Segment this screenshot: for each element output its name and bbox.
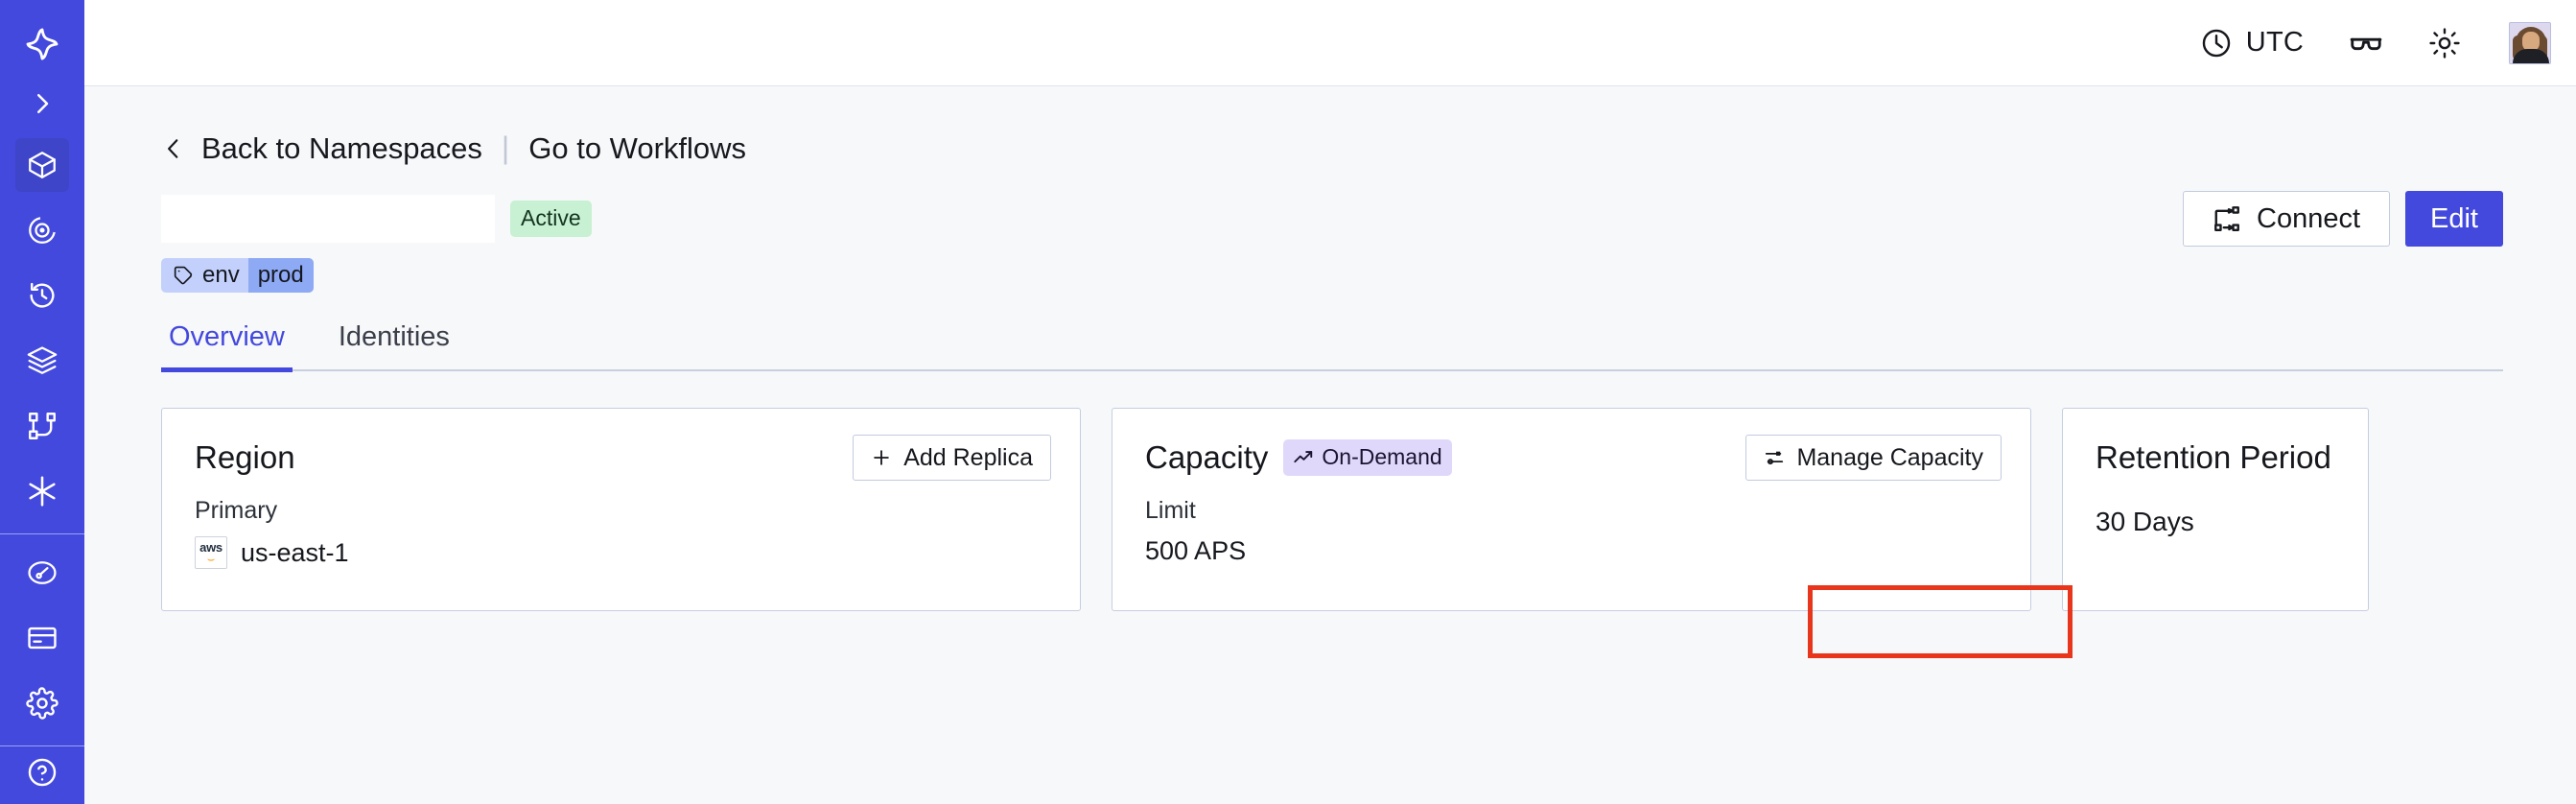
sidebar-divider-1 bbox=[0, 533, 84, 534]
status-badge: Active bbox=[510, 201, 592, 237]
theme-toggle-button[interactable] bbox=[2428, 27, 2461, 59]
region-primary-value-row: aws ⌣ us-east-1 bbox=[195, 536, 1051, 569]
sidebar-item-integrations[interactable] bbox=[15, 464, 69, 518]
timezone-selector[interactable]: UTC bbox=[2200, 27, 2304, 59]
sidebar-logo[interactable] bbox=[0, 19, 84, 69]
tag-value: prod bbox=[247, 258, 314, 293]
go-to-workflows-link[interactable]: Go to Workflows bbox=[528, 130, 747, 165]
capacity-card-title: Capacity bbox=[1145, 439, 1269, 475]
sidebar-item-workflows[interactable] bbox=[15, 399, 69, 453]
edit-button[interactable]: Edit bbox=[2405, 191, 2503, 247]
tab-bar: Overview Identities bbox=[161, 321, 2503, 372]
capacity-card-header: Capacity On-Demand bbox=[1145, 434, 2002, 482]
capacity-card: Capacity On-Demand bbox=[1112, 408, 2031, 611]
capacity-mode-label: On-Demand bbox=[1322, 444, 1442, 469]
connect-icon bbox=[2213, 204, 2241, 233]
node-graph-icon bbox=[26, 410, 59, 442]
add-replica-label: Add Replica bbox=[903, 443, 1033, 471]
header-actions: Connect Edit bbox=[2183, 191, 2503, 247]
gauge-icon bbox=[26, 556, 59, 589]
aws-logo-icon: aws ⌣ bbox=[195, 536, 227, 569]
add-replica-button[interactable]: Add Replica bbox=[853, 435, 1051, 481]
credit-card-icon bbox=[26, 622, 59, 654]
sidebar-item-help[interactable] bbox=[0, 756, 84, 789]
sidebar-item-observability[interactable] bbox=[15, 203, 69, 257]
tab-identities[interactable]: Identities bbox=[338, 321, 450, 352]
page-content: Back to Namespaces | Go to Workflows Act… bbox=[84, 86, 2576, 804]
sliders-icon bbox=[1764, 447, 1785, 468]
tab-overview[interactable]: Overview bbox=[161, 321, 293, 372]
sidebar-item-layers[interactable] bbox=[15, 334, 69, 388]
sidebar-group-secondary bbox=[15, 534, 69, 730]
page-header-row: Active Connect bbox=[161, 191, 2503, 247]
breadcrumb-separator: | bbox=[501, 130, 510, 165]
trending-up-icon bbox=[1293, 447, 1314, 468]
overview-cards: Region Add Replica bbox=[161, 408, 2503, 611]
sidebar-expand-button[interactable] bbox=[0, 81, 84, 127]
avatar[interactable] bbox=[2509, 21, 2551, 64]
tag-list: env prod bbox=[161, 258, 2540, 293]
manage-capacity-button[interactable]: Manage Capacity bbox=[1745, 435, 2002, 481]
manage-capacity-label: Manage Capacity bbox=[1796, 443, 1983, 471]
page-title bbox=[161, 195, 495, 243]
aws-swoosh: ⌣ bbox=[206, 552, 216, 567]
avatar-hair-left bbox=[2513, 35, 2523, 60]
avatar-body bbox=[2513, 48, 2549, 63]
sidebar-item-billing[interactable] bbox=[15, 611, 69, 665]
top-bar: UTC bbox=[84, 0, 2576, 86]
sparkle-logo-icon bbox=[23, 25, 61, 63]
sidebar-item-history[interactable] bbox=[15, 269, 69, 322]
retention-card-header: Retention Period bbox=[2096, 434, 2339, 482]
retention-card: Retention Period 30 Days bbox=[2062, 408, 2369, 611]
timezone-label: UTC bbox=[2245, 27, 2304, 58]
region-card-title: Region bbox=[195, 439, 295, 475]
eye-spiral-icon bbox=[26, 214, 59, 247]
region-card-actions: Add Replica bbox=[853, 435, 1051, 481]
capacity-mode-badge: On-Demand bbox=[1283, 439, 1452, 476]
tag-key: env bbox=[202, 262, 240, 288]
glasses-icon bbox=[2348, 25, 2384, 61]
avatar-hair-right bbox=[2537, 35, 2547, 60]
sun-icon bbox=[2428, 27, 2461, 59]
region-card-header: Region Add Replica bbox=[195, 434, 1051, 482]
plus-icon bbox=[871, 447, 892, 468]
sidebar bbox=[0, 0, 84, 804]
capacity-card-actions: Manage Capacity bbox=[1745, 435, 2002, 481]
retention-value: 30 Days bbox=[2096, 507, 2194, 536]
chevron-right-icon bbox=[28, 89, 57, 118]
aws-wordmark: aws bbox=[199, 540, 222, 556]
help-circle-icon bbox=[26, 756, 59, 789]
asterisk-icon bbox=[25, 474, 59, 508]
region-primary-label: Primary bbox=[195, 497, 278, 524]
back-to-namespaces-link[interactable]: Back to Namespaces bbox=[201, 130, 482, 165]
docs-button[interactable] bbox=[2348, 25, 2384, 61]
connect-button[interactable]: Connect bbox=[2183, 191, 2391, 247]
region-card: Region Add Replica bbox=[161, 408, 1081, 611]
layers-icon bbox=[26, 344, 59, 377]
sidebar-item-usage[interactable] bbox=[15, 546, 69, 600]
region-primary-value: us-east-1 bbox=[241, 537, 349, 567]
capacity-limit-label: Limit bbox=[1145, 497, 1196, 524]
clock-rewind-icon bbox=[26, 279, 59, 312]
sidebar-divider-2 bbox=[0, 745, 84, 746]
breadcrumb: Back to Namespaces | Go to Workflows bbox=[161, 130, 2540, 166]
avatar-face bbox=[2522, 31, 2540, 52]
gear-icon bbox=[26, 687, 59, 720]
sidebar-item-namespaces[interactable] bbox=[15, 138, 69, 192]
retention-card-title: Retention Period bbox=[2096, 439, 2331, 475]
capacity-limit-value: 500 APS bbox=[1145, 536, 1247, 565]
sidebar-item-settings[interactable] bbox=[15, 676, 69, 730]
chevron-left-icon[interactable] bbox=[161, 133, 186, 164]
clock-icon bbox=[2200, 27, 2233, 59]
edit-button-label: Edit bbox=[2430, 202, 2478, 234]
main-area: UTC bbox=[84, 0, 2576, 804]
tag-icon bbox=[173, 265, 194, 286]
connect-button-label: Connect bbox=[2257, 202, 2361, 234]
namespace-tag[interactable]: env prod bbox=[161, 258, 314, 293]
cube-icon bbox=[26, 149, 59, 181]
